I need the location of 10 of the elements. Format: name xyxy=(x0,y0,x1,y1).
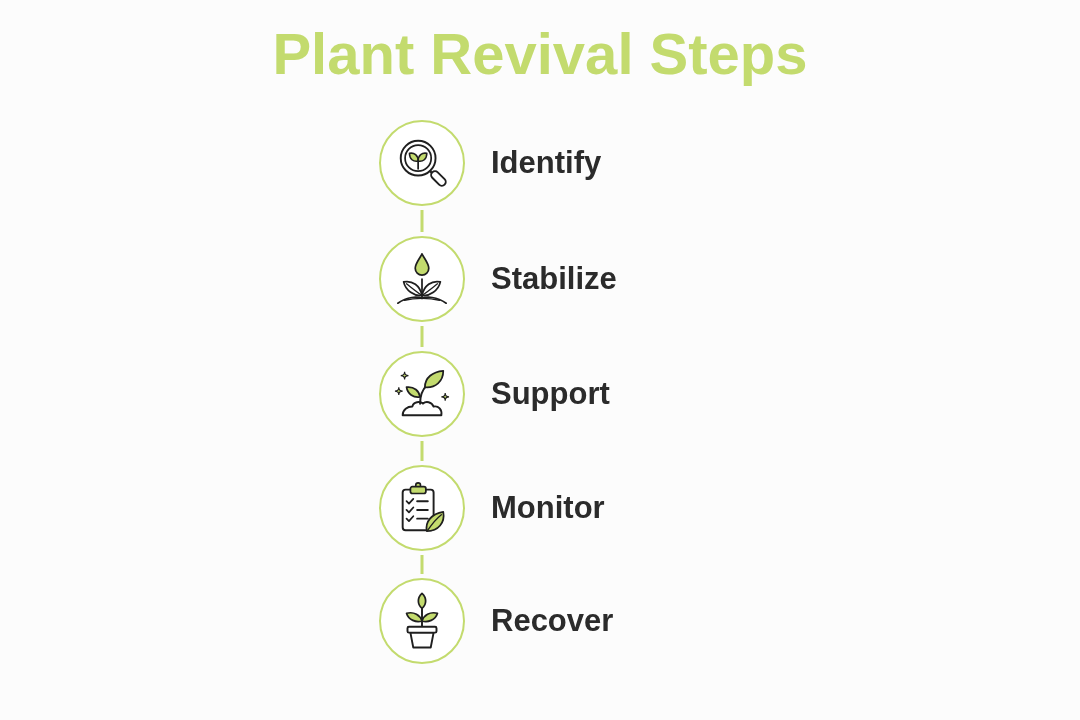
step-label: Identify xyxy=(491,144,602,182)
connector-line xyxy=(420,326,424,347)
diagram-title: Plant Revival Steps xyxy=(271,20,809,88)
connector-line xyxy=(420,210,424,232)
step-label: Support xyxy=(491,375,610,413)
step-label: Stabilize xyxy=(491,260,617,298)
connector-line xyxy=(420,555,424,574)
step-label: Monitor xyxy=(491,489,605,527)
step-label: Recover xyxy=(491,602,614,640)
connector-line xyxy=(420,441,424,461)
